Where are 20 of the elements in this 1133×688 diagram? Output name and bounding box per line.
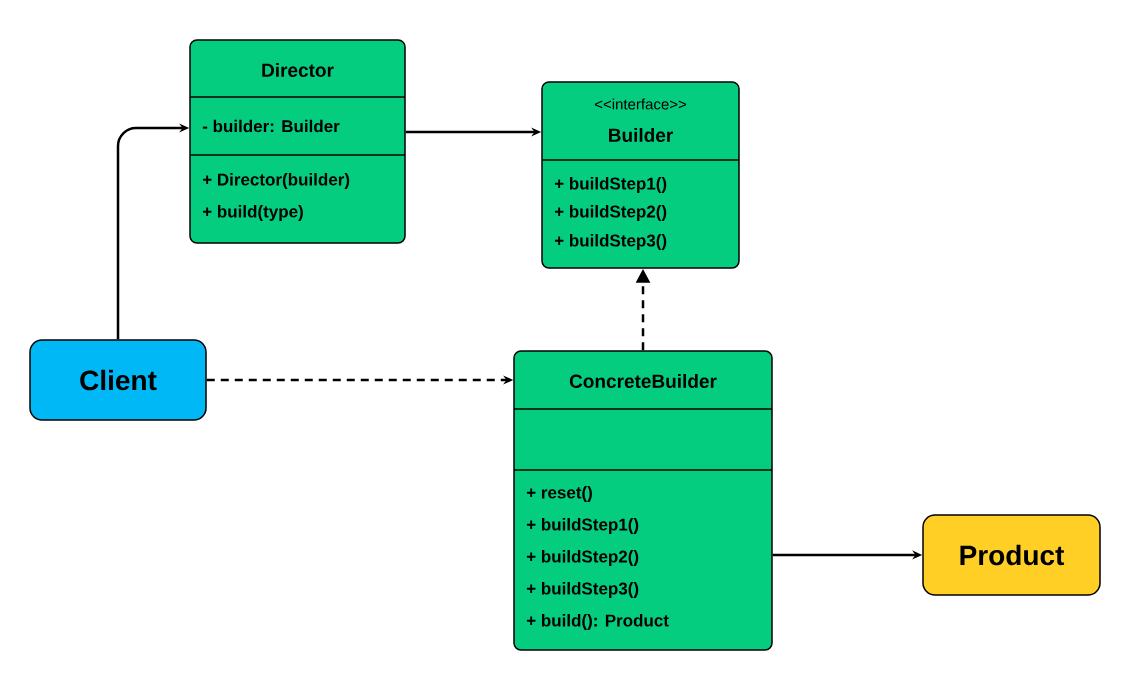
member-text: - builder: Builder — [202, 119, 340, 133]
class-box — [189, 39, 406, 244]
class-name: Builder — [609, 128, 673, 142]
member-text: + build(type) — [202, 205, 303, 221]
member-text: + reset() — [526, 486, 592, 502]
client-box: Client — [29, 339, 207, 421]
member-text: + buildStep1() — [554, 177, 667, 193]
member-text: + buildStep3() — [526, 582, 639, 598]
member-text: + Director(builder) — [202, 173, 350, 189]
stereotype-label: <<interface>> — [594, 98, 687, 110]
product-box: Product — [922, 514, 1101, 596]
member-text: + buildStep1() — [526, 518, 639, 534]
class-box — [513, 350, 773, 651]
class-name: Director — [262, 63, 334, 77]
member-text: + buildStep3() — [554, 234, 667, 250]
member-text: + build(): Product — [526, 614, 669, 630]
member-text: + buildStep2() — [554, 205, 667, 221]
class-box — [541, 81, 740, 269]
member-text: + buildStep2() — [526, 550, 639, 566]
class-name: ConcreteBuilder — [569, 374, 717, 388]
